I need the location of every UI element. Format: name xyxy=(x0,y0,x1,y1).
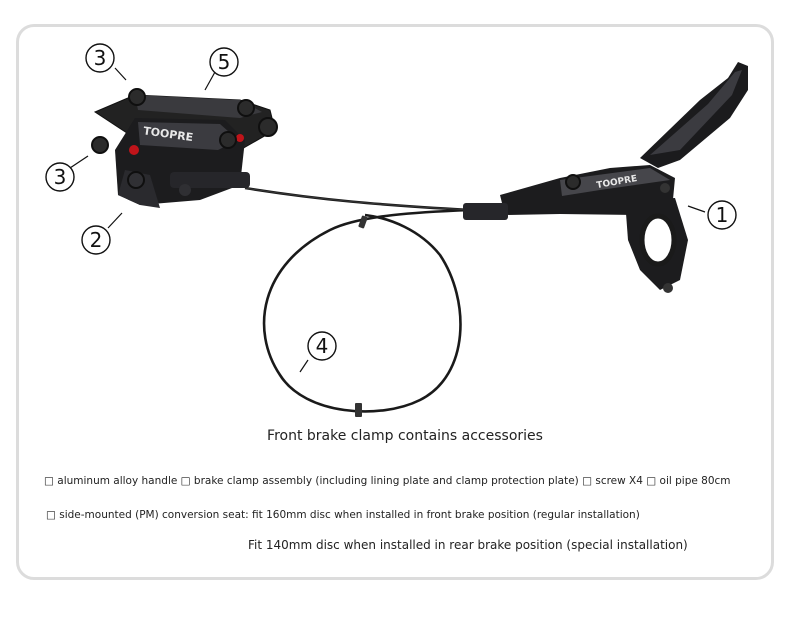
screw xyxy=(219,131,237,149)
svg-text:5: 5 xyxy=(218,50,231,74)
svg-text:1: 1 xyxy=(716,203,729,227)
svg-text:3: 3 xyxy=(94,46,107,70)
svg-text:2: 2 xyxy=(90,228,103,252)
svg-text:4: 4 xyxy=(316,334,329,358)
screw xyxy=(128,88,146,106)
callout-handle: 1 xyxy=(707,200,737,230)
aluminum-handle: TOOPRE xyxy=(463,62,748,293)
hose-clip xyxy=(355,403,362,417)
oil-pipe xyxy=(244,186,471,413)
rear-install-note: Fit 140mm disc when installed in rear br… xyxy=(248,538,688,552)
callout-clamp: 2 xyxy=(81,225,111,255)
screw xyxy=(91,136,109,154)
callout-pm-seat: 5 xyxy=(209,47,239,77)
caption-title: Front brake clamp contains accessories xyxy=(267,428,543,444)
screw xyxy=(237,99,255,117)
callout-screw-left: 3 xyxy=(45,162,75,192)
pm-seat-note: □ side-mounted (PM) conversion seat: fit… xyxy=(46,509,640,521)
brake-clamp: TOOPRE xyxy=(91,88,278,208)
accessory-list: □ aluminum alloy handle □ brake clamp as… xyxy=(44,475,731,487)
callout-screw-top: 3 xyxy=(85,43,115,73)
svg-text:3: 3 xyxy=(54,165,67,189)
callout-oil-pipe: 4 xyxy=(307,331,337,361)
